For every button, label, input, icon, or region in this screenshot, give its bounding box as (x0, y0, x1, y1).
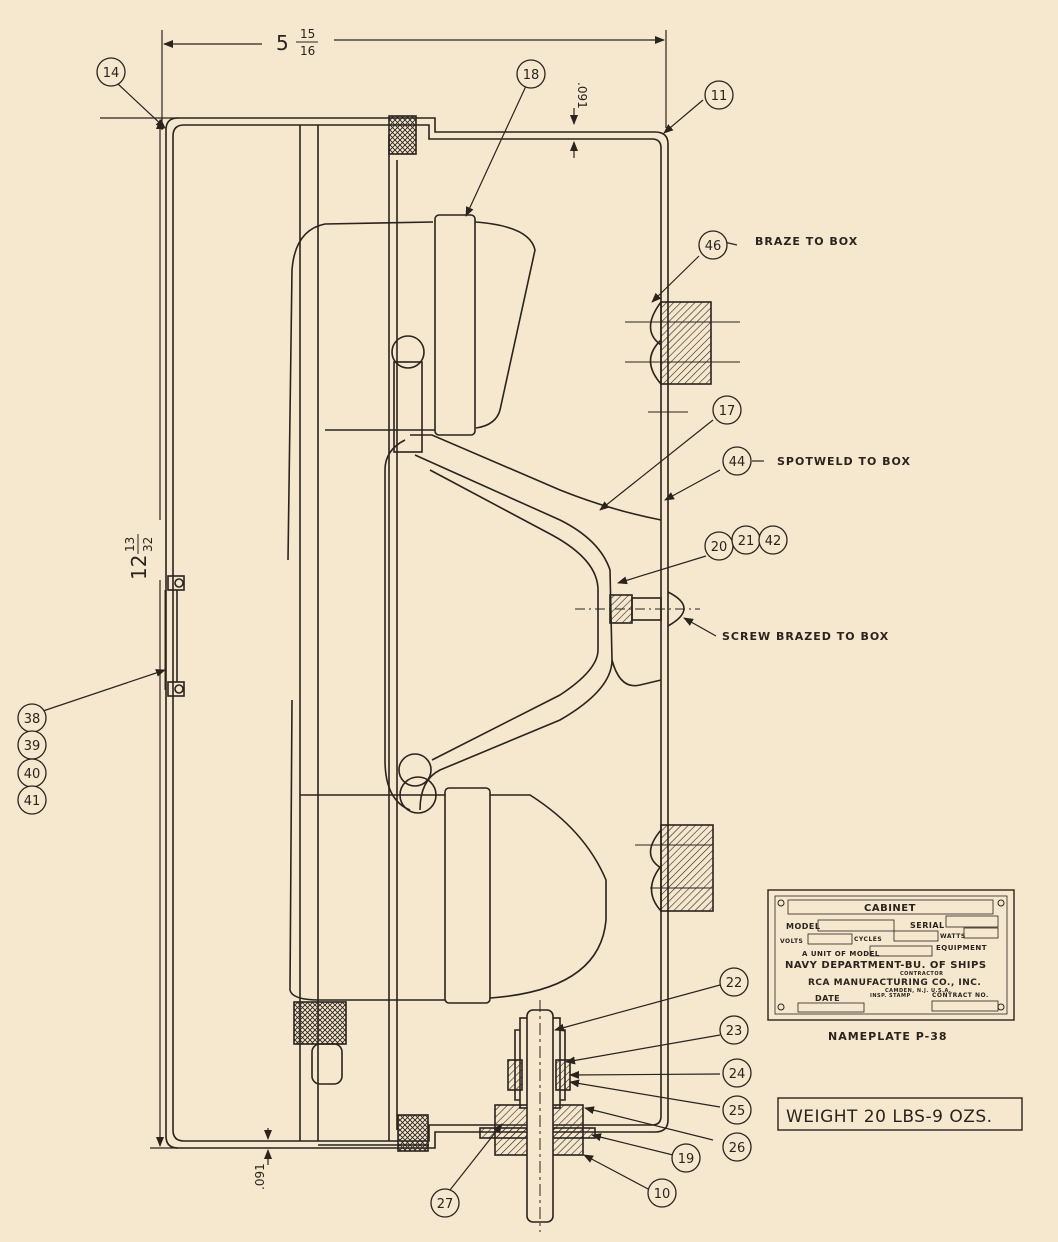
callout-20: 20 (711, 540, 728, 555)
nameplate-rca: RCA MANUFACTURING CO., INC. (808, 978, 981, 988)
nameplate-unit-of-model: A UNIT OF MODEL (802, 950, 880, 958)
callout-11: 11 (711, 89, 728, 104)
callout-41: 41 (24, 794, 41, 809)
callout-10: 10 (654, 1187, 671, 1202)
nameplate-navy: NAVY DEPARTMENT-BU. OF SHIPS (785, 960, 987, 971)
meter-lower (289, 699, 607, 1085)
note-braze-to-box: BRAZE TO BOX (755, 235, 858, 248)
callout-24: 24 (729, 1067, 746, 1082)
note-spotweld-to-box: SPOTWELD TO BOX (777, 455, 911, 468)
screw-assembly (575, 591, 700, 627)
height-dimension: 12 13 32 (123, 534, 155, 580)
callout-44: 44 (729, 455, 746, 470)
nameplate-contract: CONTRACT NO. (932, 992, 989, 999)
height-denominator: 32 (141, 537, 155, 552)
nameplate-caption: NAMEPLATE P-38 (828, 1030, 948, 1043)
gasket-bottom (397, 1114, 429, 1152)
nameplate-equipment: EQUIPMENT (936, 944, 987, 952)
mounting-bracket (384, 434, 662, 814)
callout-22: 22 (726, 976, 743, 991)
callout-38: 38 (24, 712, 41, 727)
height-whole: 12 (127, 555, 151, 580)
callout-14: 14 (103, 66, 120, 81)
nameplate-insp-stamp: INSP. STAMP (870, 993, 911, 999)
wall-thickness-bottom: .091 (253, 1163, 267, 1190)
cabinet-box (165, 117, 669, 1149)
callout-18: 18 (523, 68, 540, 83)
door-frame (299, 125, 429, 1146)
cable-gland (479, 1000, 596, 1232)
nameplate-title: CABINET (864, 903, 916, 914)
callout-27: 27 (437, 1197, 454, 1212)
nameplate: CABINET MODEL SERIAL VOLTS CYCLES WATTS … (767, 889, 1015, 1021)
nameplate-camden: CAMDEN, N.J. U.S.A. (885, 988, 951, 994)
nameplate-date: DATE (815, 994, 840, 1003)
callout-17: 17 (719, 404, 736, 419)
gasket-top (388, 115, 417, 155)
nameplate-contractor: CONTRACTOR (900, 971, 943, 977)
nameplate-volts: VOLTS (780, 938, 803, 945)
width-dimension: 5 15 16 (276, 27, 318, 58)
weight-box: WEIGHT 20 LBS-9 OZS. (777, 1097, 1023, 1131)
callout-19: 19 (678, 1152, 695, 1167)
note-screw-brazed-to-box: SCREW BRAZED TO BOX (722, 630, 889, 643)
nameplate-model: MODEL (786, 922, 820, 931)
width-denominator: 16 (300, 44, 315, 58)
weight-label: WEIGHT 20 LBS-9 OZS. (786, 1107, 993, 1127)
callout-39: 39 (24, 739, 41, 754)
nameplate-cycles: CYCLES (854, 936, 882, 943)
callout-23: 23 (726, 1024, 743, 1039)
callout-21: 21 (738, 534, 755, 549)
braze-block-upper (625, 301, 740, 413)
callout-balloons (17, 57, 788, 1218)
width-numerator: 15 (300, 27, 315, 41)
wall-thickness-top: .091 (575, 82, 589, 109)
width-whole: 5 (276, 31, 289, 55)
callout-25: 25 (729, 1104, 746, 1119)
braze-block-lower (635, 824, 714, 912)
callout-26: 26 (729, 1141, 746, 1156)
callout-46: 46 (705, 239, 722, 254)
dimension-lines (100, 30, 667, 1165)
leader-lines (39, 83, 764, 1191)
nameplate-serial: SERIAL (910, 921, 945, 930)
left-wall-screws (164, 575, 185, 697)
callout-40: 40 (24, 767, 41, 782)
callout-42: 42 (765, 534, 782, 549)
height-numerator: 13 (123, 537, 137, 552)
nameplate-watts: WATTS (940, 933, 966, 940)
meter-upper (287, 214, 536, 561)
